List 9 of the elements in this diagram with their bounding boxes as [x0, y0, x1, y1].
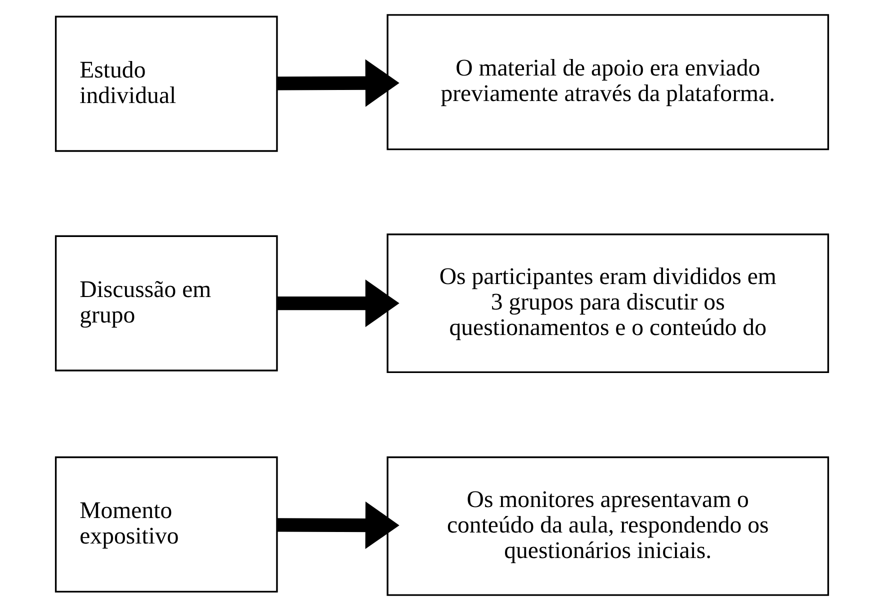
node-box: O material de apoio era enviado previamente através da plataforma. — [386, 14, 830, 150]
arrow — [277, 501, 400, 550]
node-box: Os participantes eram divididos em 3 grupos para discutir os questionamentos e o conteúdo do — [386, 234, 830, 374]
node-box: Os monitores apresentavam o conteúdo da aula, respondendo os questionários iniciais. — [386, 456, 830, 596]
arrow — [277, 59, 400, 107]
node-box: Discussão em grupo — [54, 235, 278, 372]
node-box: Momento expositivo — [54, 456, 278, 593]
arrow — [278, 280, 400, 328]
node-box: Estudo individual — [54, 16, 278, 152]
